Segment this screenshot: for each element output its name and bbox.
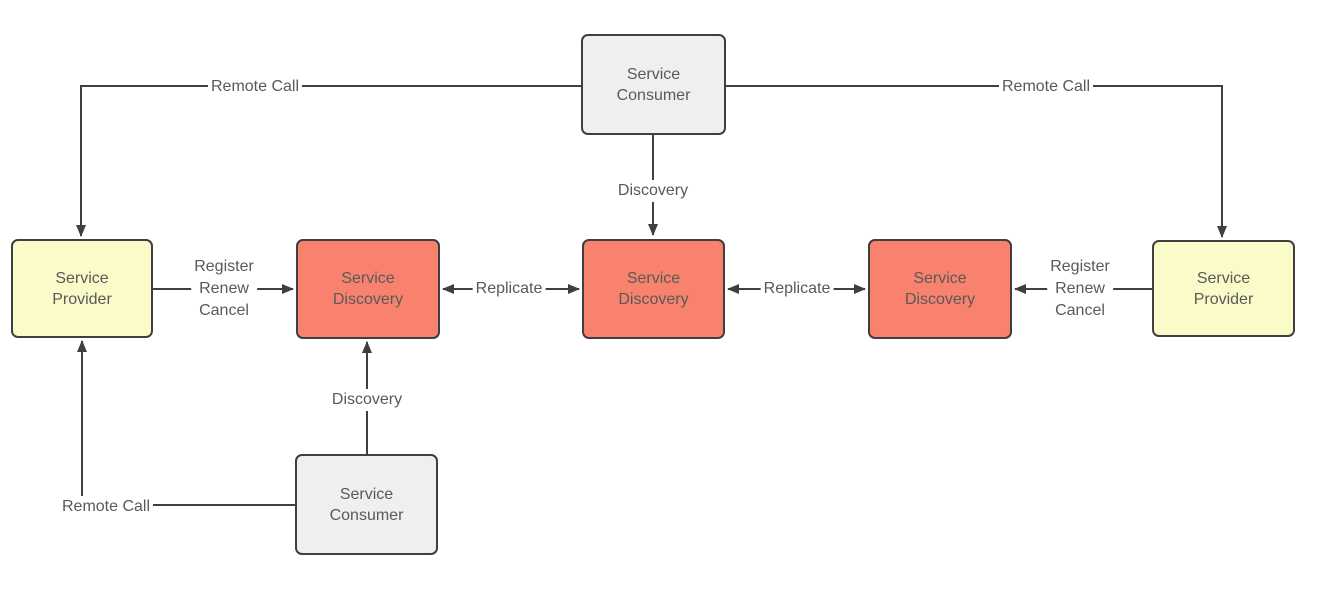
node-label: Service Consumer <box>329 485 404 524</box>
edge-label-remote-call-top-right: Remote Call <box>998 76 1094 98</box>
node-service-provider-right: Service Provider <box>1152 240 1295 337</box>
node-service-discovery-middle: Service Discovery <box>582 239 725 339</box>
edge-label-discovery-bottom: Discovery <box>328 389 406 411</box>
edge-label-replicate-left: Replicate <box>472 278 546 300</box>
edge-label-remote-call-bottom: Remote Call <box>58 496 154 518</box>
node-service-consumer-top: Service Consumer <box>581 34 726 135</box>
node-label: Service Discovery <box>618 270 689 308</box>
edge-label-register-renew-cancel-left: Register Renew Cancel <box>191 255 257 323</box>
edge-label-remote-call-top-left: Remote Call <box>207 76 303 98</box>
edge-label-line: Cancel <box>199 302 249 319</box>
edge-label-line: Register <box>194 258 254 275</box>
node-service-discovery-right: Service Discovery <box>868 239 1012 339</box>
edge-label-line: Register <box>1050 258 1110 275</box>
edge-label-register-renew-cancel-right: Register Renew Cancel <box>1047 255 1113 323</box>
edge-label-line: Renew <box>1055 280 1105 297</box>
node-label: Service Provider <box>1193 269 1254 308</box>
node-label: Service Consumer <box>616 65 691 104</box>
node-service-discovery-left: Service Discovery <box>296 239 440 339</box>
node-label: Service Discovery <box>904 270 976 308</box>
node-label: Service Discovery <box>332 270 404 308</box>
edge-label-line: Cancel <box>1055 302 1105 319</box>
edge-remote-call-top-right <box>726 85 1227 238</box>
node-service-provider-left: Service Provider <box>11 239 153 338</box>
edge-remote-call-bottom <box>77 340 295 506</box>
edge-label-replicate-right: Replicate <box>760 278 834 300</box>
edge-label-discovery-top: Discovery <box>614 180 692 202</box>
edge-remote-call-top-left <box>76 85 581 237</box>
node-label: Service Provider <box>52 269 112 308</box>
node-service-consumer-bottom: Service Consumer <box>295 454 438 555</box>
edge-label-line: Renew <box>199 280 249 297</box>
